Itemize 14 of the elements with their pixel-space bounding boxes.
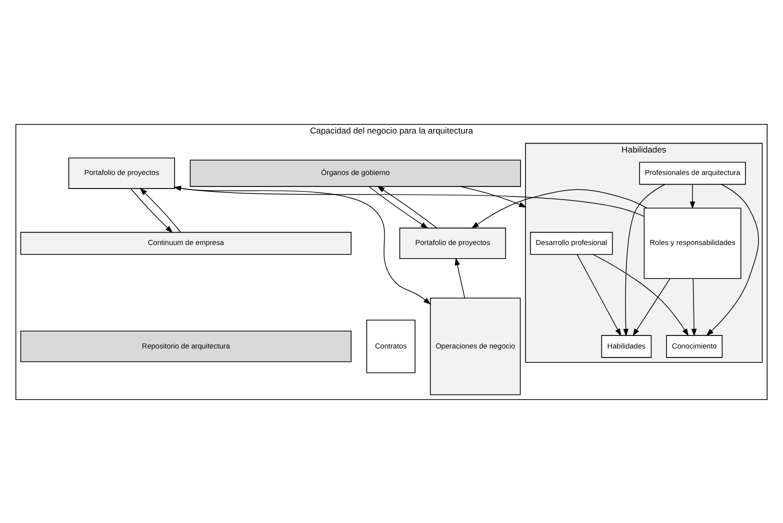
arrow (632, 278, 670, 336)
arrow (592, 254, 689, 336)
arrow (368, 186, 428, 228)
arrow (690, 183, 696, 209)
arrow (691, 278, 697, 336)
arrow (623, 184, 666, 336)
arrow (576, 254, 622, 336)
arrow (454, 257, 466, 298)
arrow (130, 188, 173, 232)
arrow (706, 184, 759, 336)
arrow (460, 186, 526, 207)
arrow (471, 188, 648, 228)
arrow (140, 187, 181, 232)
arrow (377, 185, 438, 228)
